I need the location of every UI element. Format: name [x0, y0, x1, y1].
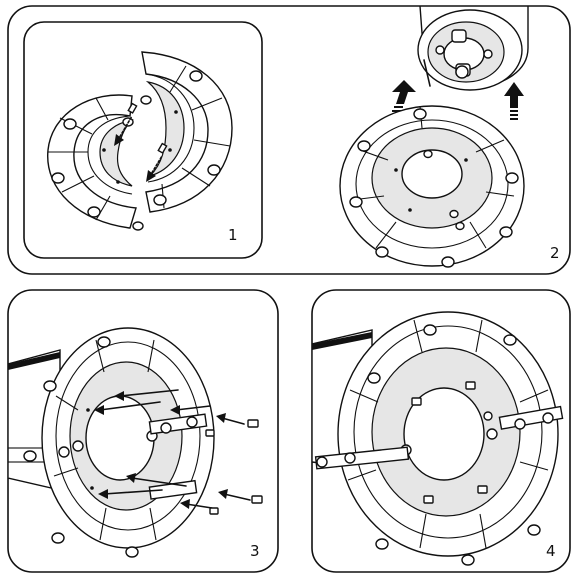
step2-drawing [339, 6, 529, 268]
right-half-ring [140, 51, 233, 213]
step-number-4: 4 [546, 542, 556, 560]
step1-screws [114, 102, 168, 182]
lift-arrows [390, 80, 524, 120]
step1-drawing [47, 51, 233, 231]
assembled-ring [339, 105, 525, 268]
projector-unit [417, 6, 529, 91]
step-number-3: 3 [250, 542, 260, 560]
step3-drawing [8, 327, 263, 558]
step3-screws [86, 389, 263, 515]
left-half-ring [47, 94, 144, 231]
step4-drawing [312, 311, 564, 566]
step-number-1: 1 [228, 226, 238, 244]
step-number-2: 2 [550, 244, 560, 262]
step4-screws [411, 381, 488, 504]
